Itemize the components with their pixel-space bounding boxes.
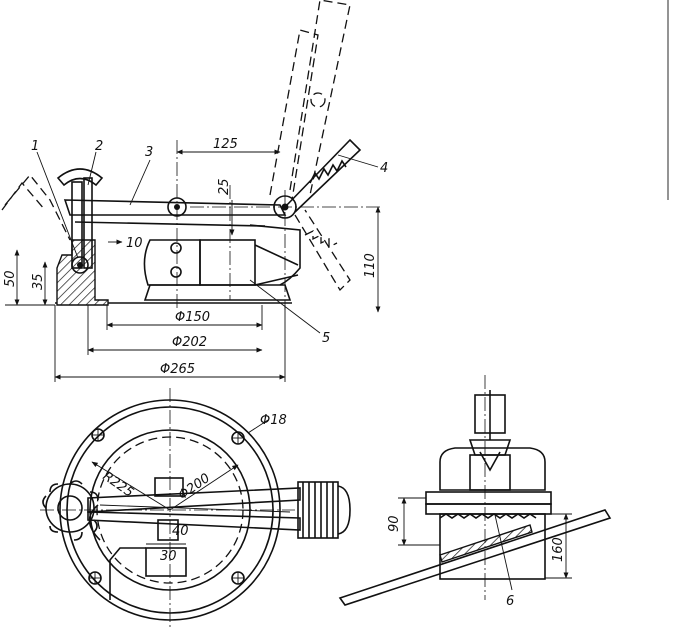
dim-25: 25 — [217, 178, 232, 195]
callout-4: 4 — [380, 161, 388, 176]
callout-6: 6 — [506, 594, 514, 609]
holder-body — [143, 239, 201, 286]
lever-raised-dashed — [269, 29, 319, 201]
handle-loop — [56, 168, 104, 187]
callout-5: 5 — [322, 331, 330, 346]
plan-slot-30 — [145, 547, 187, 577]
bolt-hole — [88, 571, 102, 585]
dimensions-elevation: 125 25 10 110 50 35 Φ150 Φ202 Φ265 — [3, 137, 381, 382]
base-plate — [143, 284, 292, 301]
callout-3: 3 — [145, 145, 153, 160]
dim-30: 30 — [160, 549, 177, 564]
dim-40: 40 — [172, 524, 189, 539]
serrated-lever — [284, 138, 362, 213]
side-view: 6 90 160 — [338, 375, 612, 609]
bolt-hole — [231, 431, 245, 445]
dim-10: 10 — [126, 236, 143, 251]
side-inclined-strip — [338, 509, 612, 606]
callout-1: 1 — [31, 139, 39, 154]
bolt-hole — [231, 571, 245, 585]
dim-phi265: Φ265 — [160, 362, 195, 377]
callouts-elevation: 1 2 3 4 5 — [31, 139, 388, 346]
dim-phi200: Φ200 — [176, 471, 213, 503]
dim-110: 110 — [363, 253, 378, 278]
dim-125: 125 — [213, 137, 238, 152]
side-plate-upper — [425, 491, 552, 505]
dim-35: 35 — [31, 273, 46, 290]
plan-view: Φ18 R225 Φ200 40 30 — [40, 388, 351, 630]
side-lower-body — [439, 513, 546, 580]
handwheel — [45, 483, 95, 533]
spring-pack — [297, 481, 339, 539]
dim-phi150: Φ150 — [175, 310, 210, 325]
dim-phi202: Φ202 — [172, 335, 207, 350]
elevation-view — [1, 0, 382, 310]
upright-post — [71, 181, 83, 269]
dim-50: 50 — [3, 270, 18, 287]
workpiece-block — [199, 239, 256, 286]
pivot-left — [71, 256, 89, 274]
callout-2: 2 — [95, 139, 103, 154]
dim-160: 160 — [551, 537, 566, 562]
side-dome — [439, 447, 546, 491]
dim-90: 90 — [387, 515, 402, 532]
bolt-hole — [91, 428, 105, 442]
clamp-bar — [87, 487, 301, 513]
dim-phi18: Φ18 — [260, 413, 287, 428]
